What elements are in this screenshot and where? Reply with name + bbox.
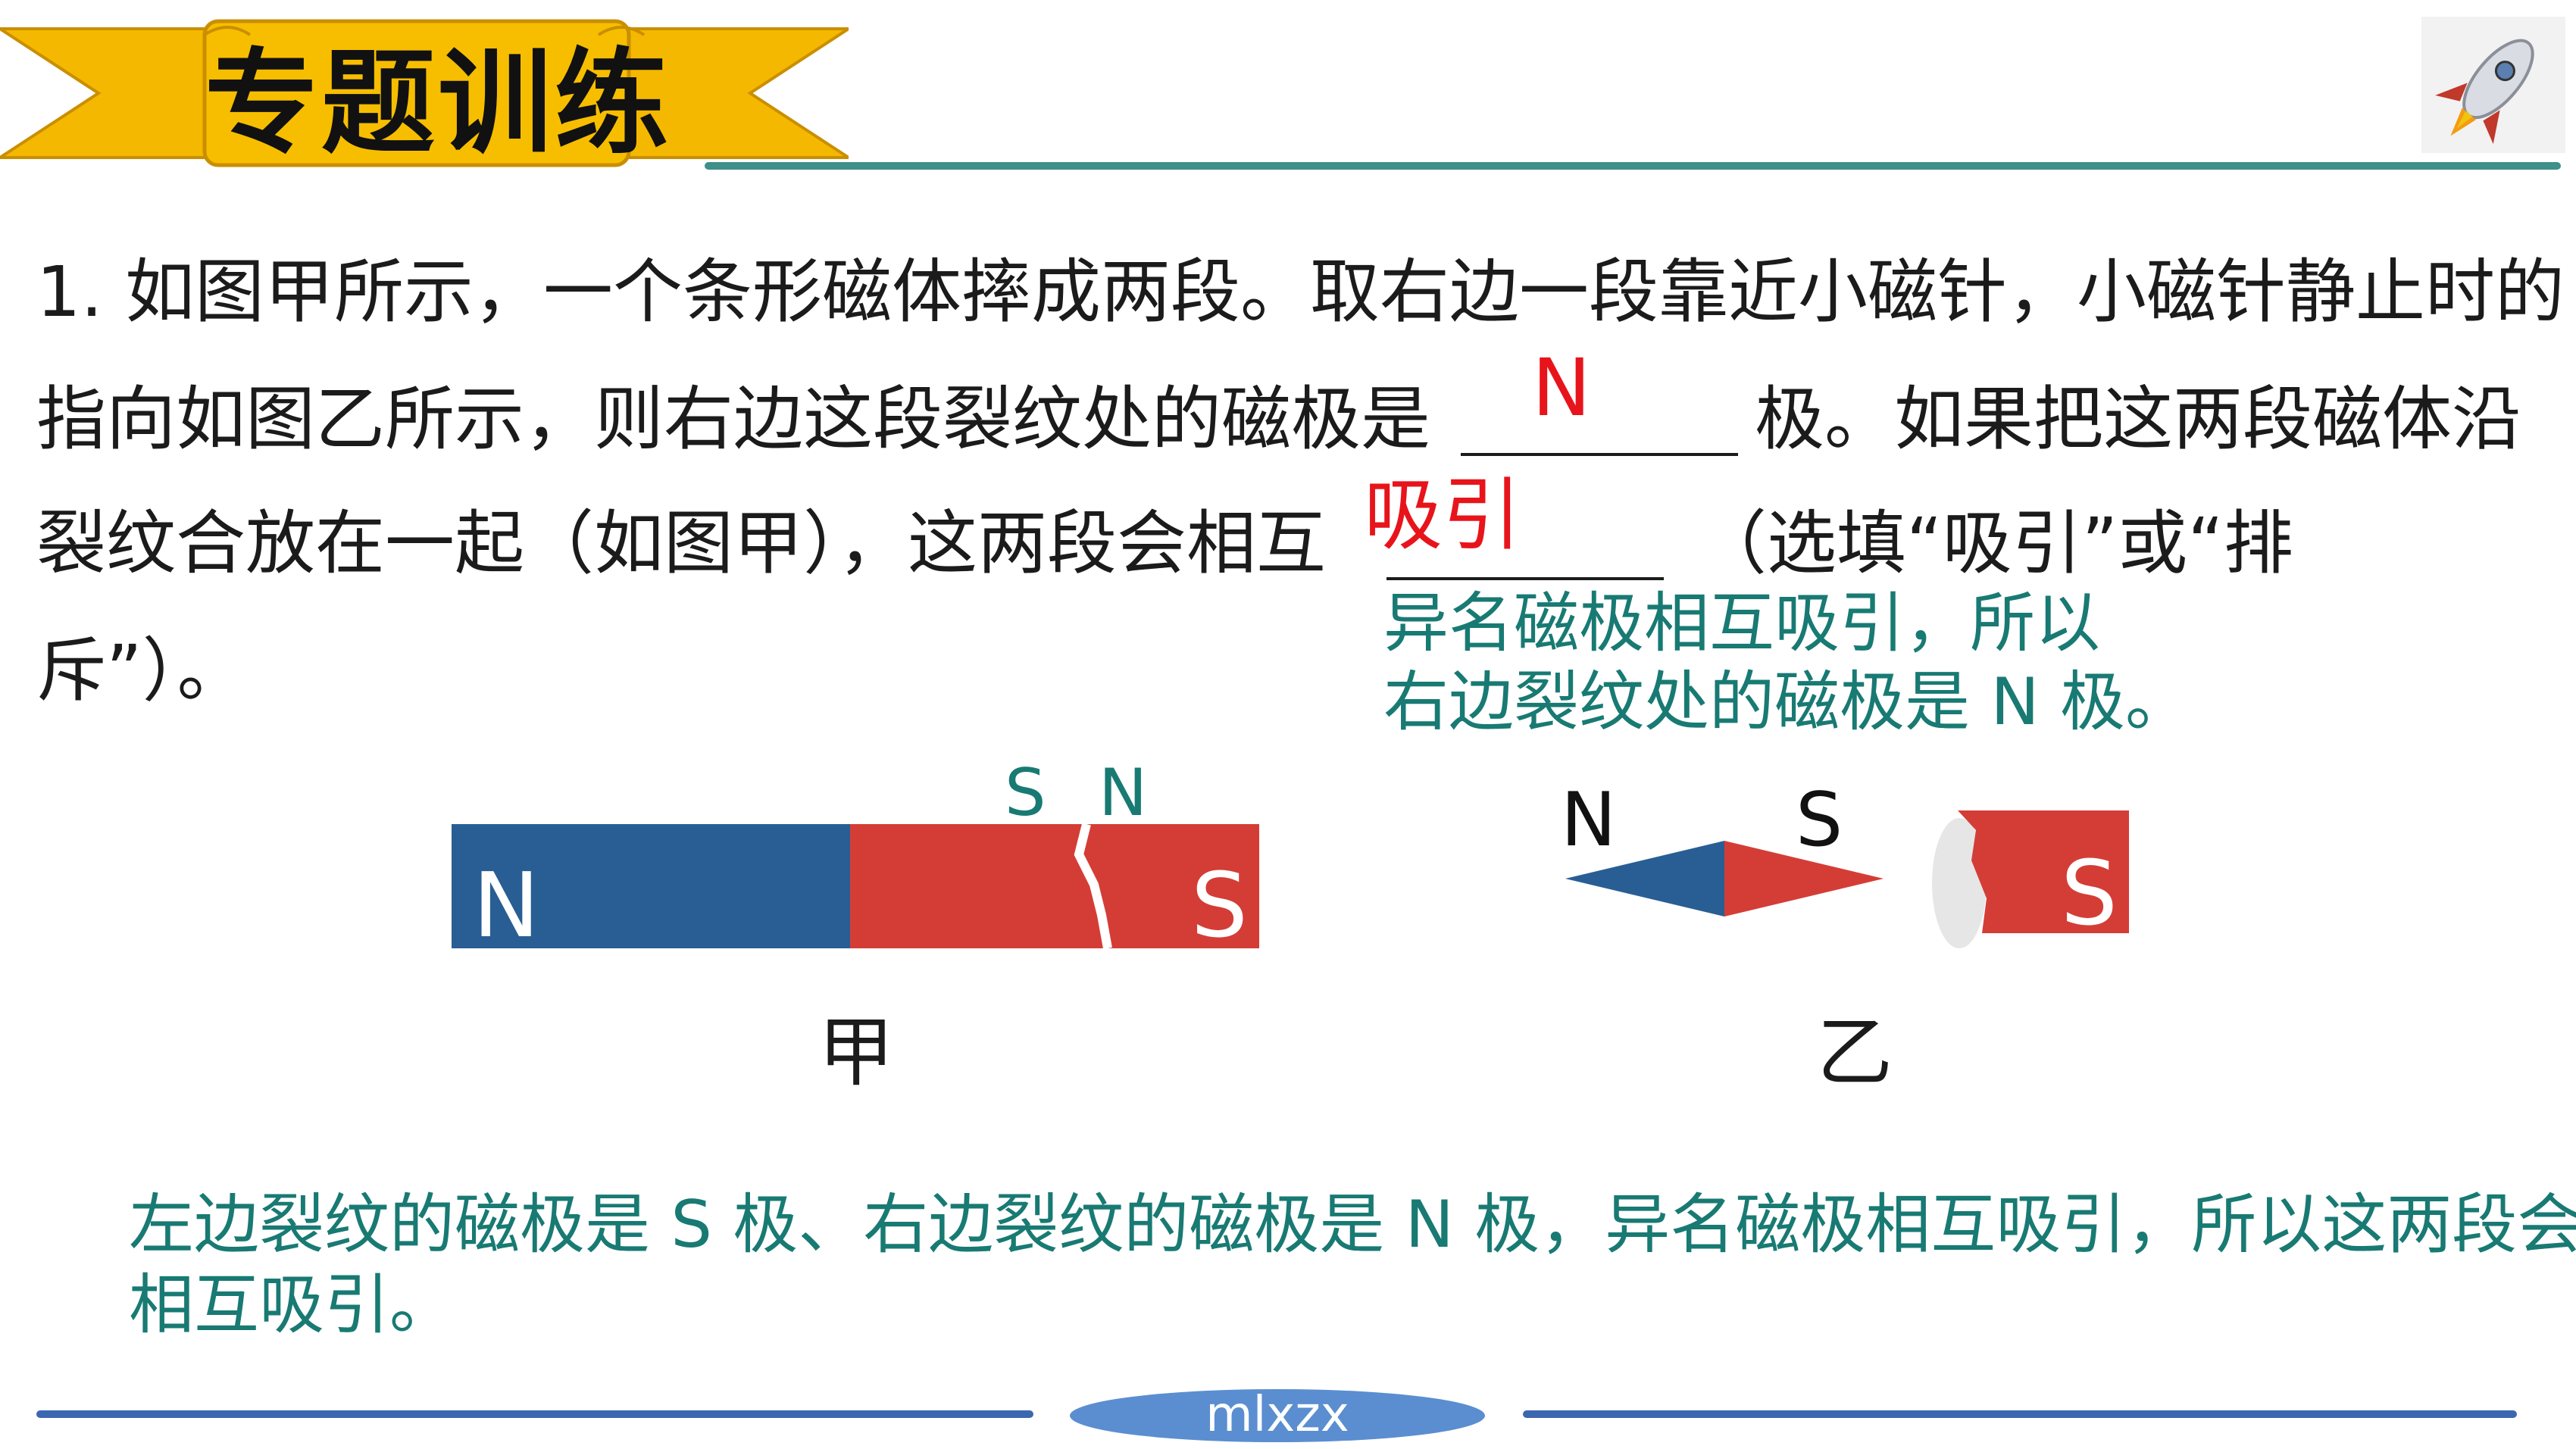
compass-needle	[1565, 841, 1884, 917]
question-line-2a: 指向如图乙所示，则右边这段裂纹处的磁极是	[36, 379, 1431, 460]
explanation-1-line-2: 右边裂纹处的磁极是 N 极。	[1383, 664, 2191, 740]
magnet-right-pole: S	[1191, 853, 1248, 957]
explanation-2-line-1: 左边裂纹的磁极是 S 极、右边裂纹的磁极是 N 极，异名磁极相互吸引，所以这两段…	[129, 1187, 2576, 1263]
question-line-3a: 裂纹合放在一起（如图甲），这两段会相互	[36, 503, 1327, 584]
crack-right-pole-label: N	[1099, 755, 1148, 831]
magnet-red-half	[850, 824, 1259, 948]
title-banner	[0, 19, 849, 167]
magnet-left-pole: N	[473, 853, 540, 957]
magnet-piece	[1932, 810, 2129, 948]
question-line-4: 斥”）。	[36, 630, 247, 711]
figure-caption-yi: 乙	[1817, 1008, 1893, 1097]
question-line-2b: 极。如果把这两段磁体沿	[1755, 379, 2522, 460]
magnet-blue-half	[452, 824, 850, 948]
footer-line-right	[1523, 1410, 2517, 1418]
answer-1: N	[1532, 342, 1591, 434]
answer-blank-2	[1386, 577, 1664, 580]
answer-blank-1	[1461, 453, 1738, 456]
figure-caption-jia: 甲	[818, 1008, 894, 1097]
page-title: 专题训练	[205, 38, 672, 170]
header-divider	[705, 162, 2561, 170]
needle-north-label: N	[1561, 777, 1617, 863]
answer-2: 吸引	[1364, 469, 1522, 561]
rocket-icon	[2421, 17, 2565, 153]
crack-line	[1074, 824, 1112, 948]
bar-magnet-figure	[452, 824, 1259, 948]
explanation-1-line-1: 异名磁极相互吸引，所以	[1383, 586, 2100, 661]
crack-left-pole-label: S	[1005, 755, 1046, 831]
question-line-1: 1. 如图甲所示，一个条形磁体摔成两段。取右边一段靠近小磁针，小磁针静止时的	[36, 251, 2565, 333]
magnet-piece-pole: S	[2061, 841, 2118, 945]
footer-label: mlxzx	[1070, 1389, 1485, 1442]
explanation-2-line-2: 相互吸引。	[129, 1267, 455, 1343]
question-line-3b: （选填“吸引”或“排	[1697, 503, 2293, 584]
footer-line-left	[36, 1410, 1033, 1418]
needle-south-label: S	[1796, 777, 1843, 863]
